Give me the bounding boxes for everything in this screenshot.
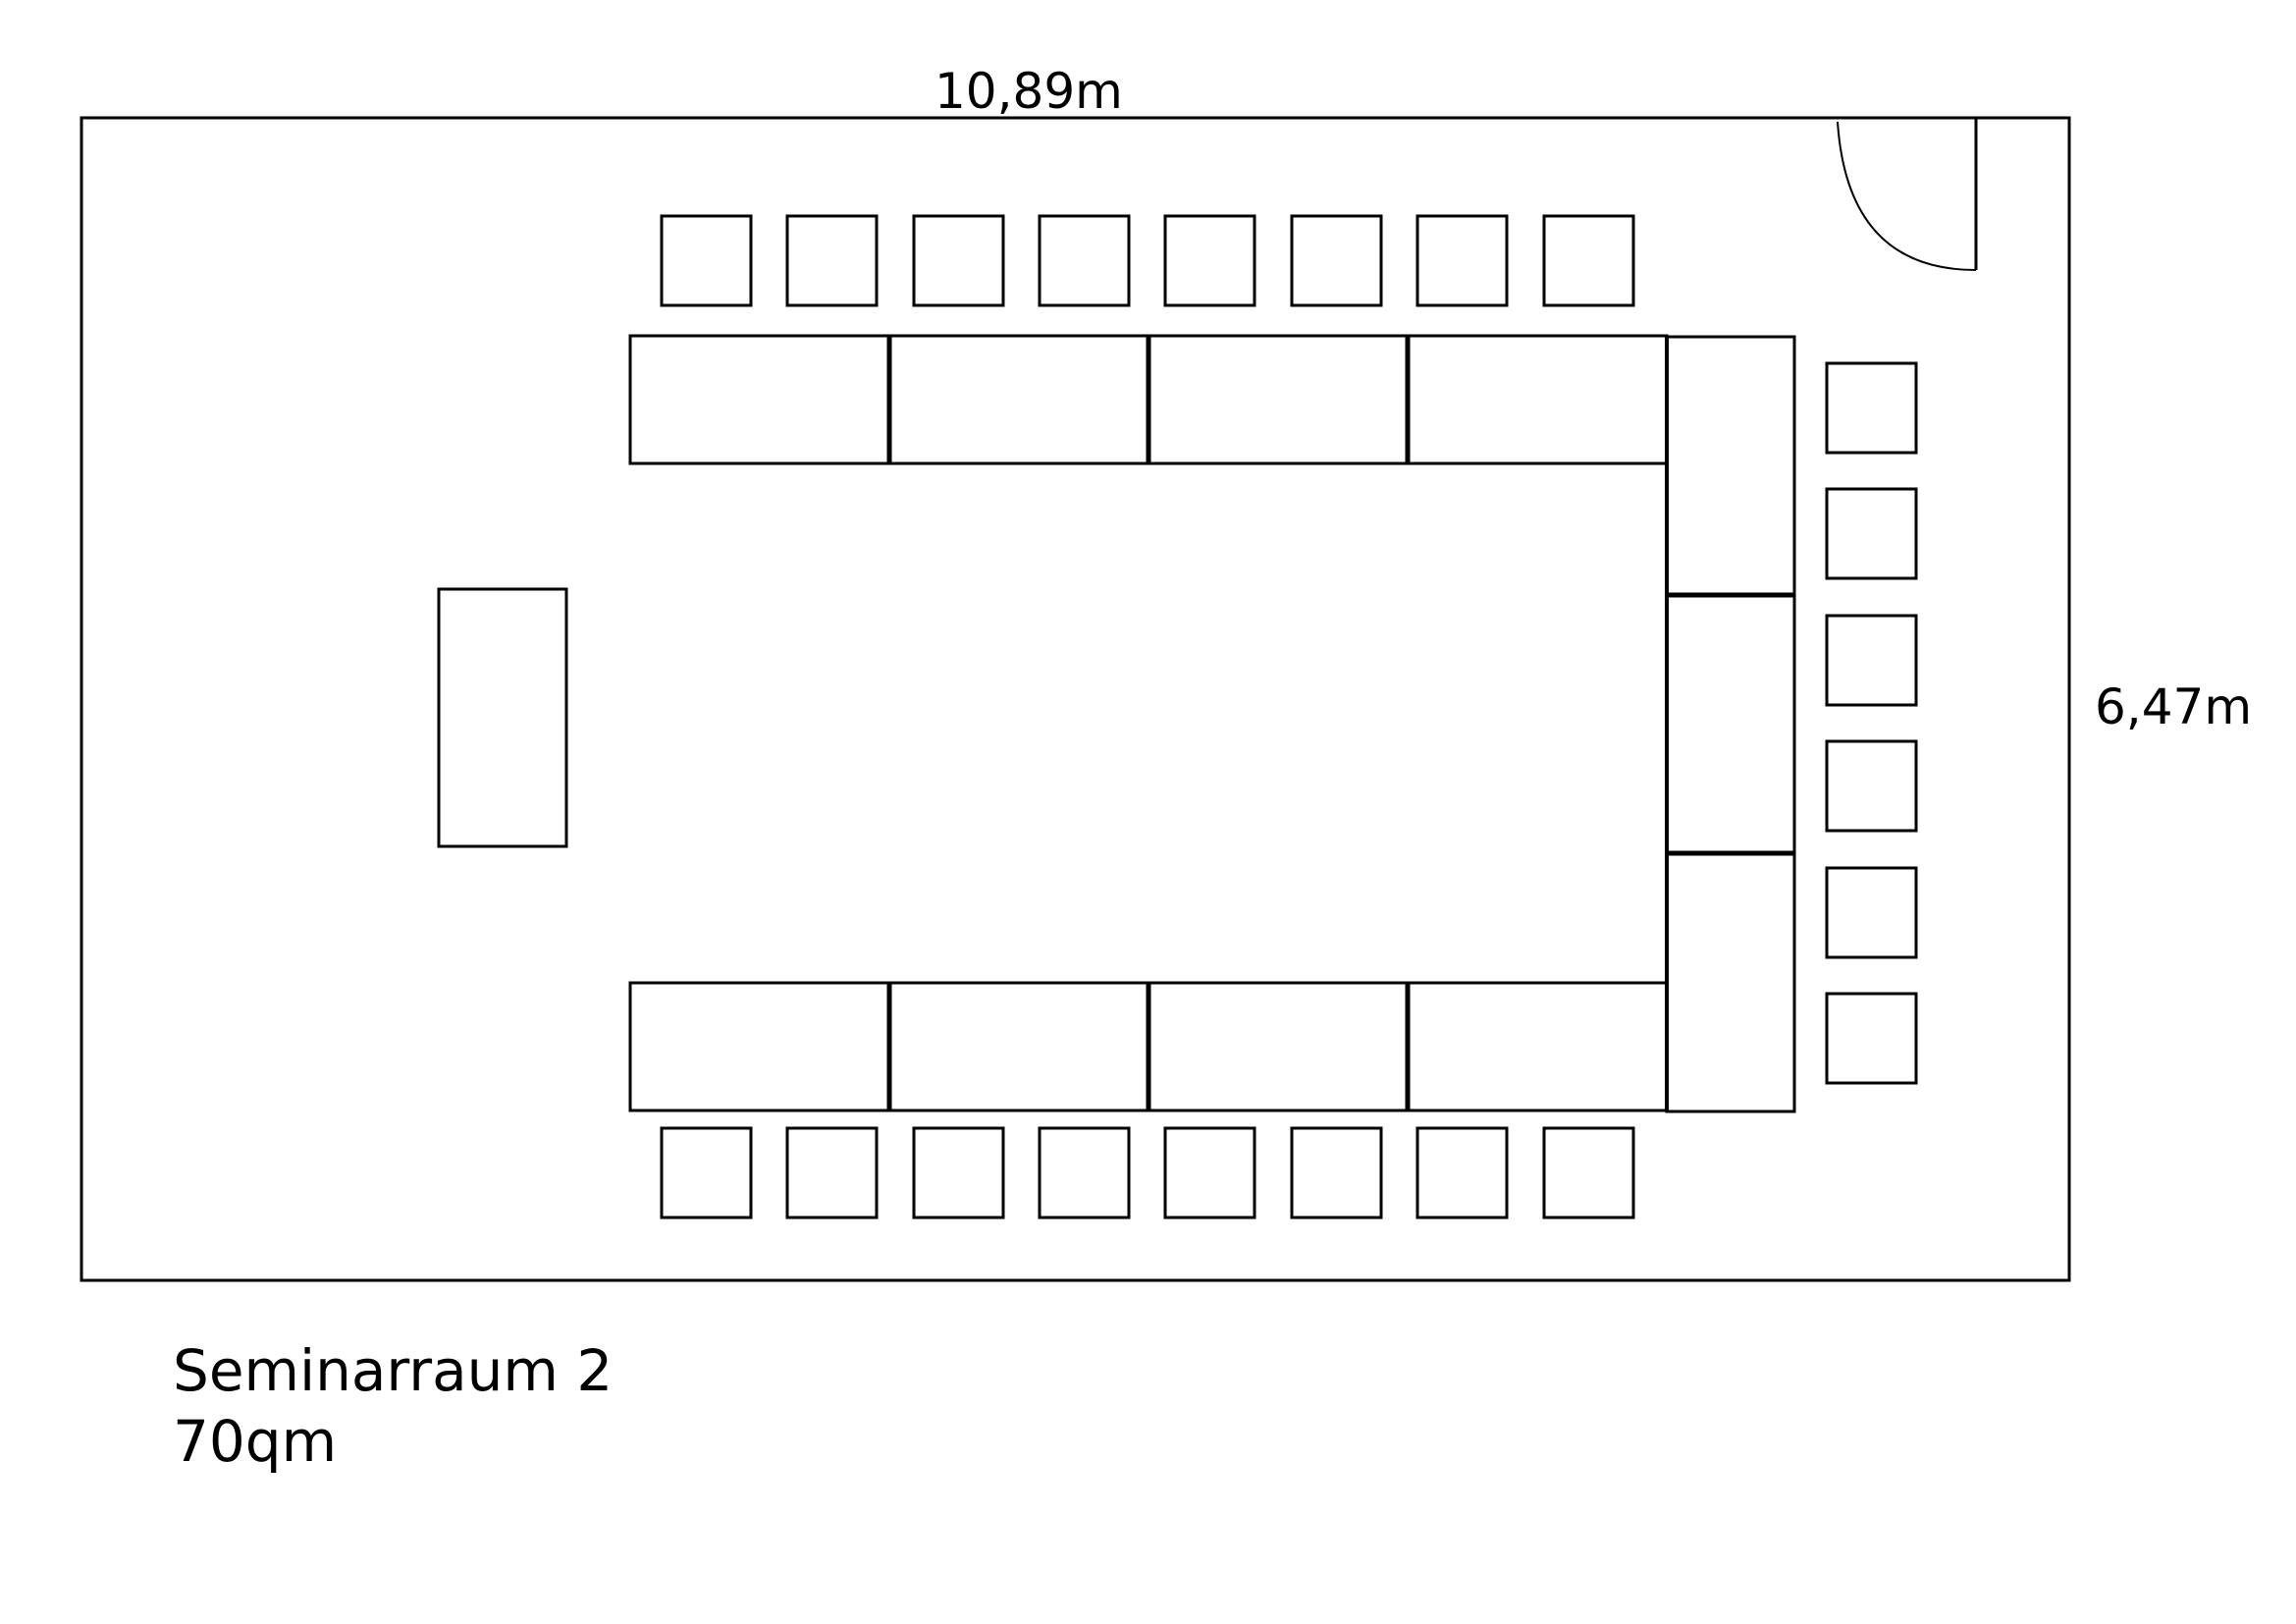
table-top-4 — [1406, 334, 1669, 465]
chair — [785, 1126, 879, 1219]
chair — [1290, 214, 1383, 307]
chair — [1542, 214, 1635, 307]
tables-top-row — [628, 334, 1669, 465]
table-bottom-1 — [628, 981, 891, 1112]
room-name: Seminarraum 2 — [173, 1337, 614, 1404]
chair — [660, 1126, 753, 1219]
tables-bottom-row — [628, 981, 1669, 1112]
chairs-right-column — [1825, 361, 1918, 1085]
tables-right-column — [1665, 335, 1796, 1113]
table-top-2 — [887, 334, 1150, 465]
room-area: 70qm — [173, 1408, 338, 1475]
table-right-3 — [1665, 851, 1796, 1113]
chair — [1825, 739, 1918, 833]
chair — [1038, 214, 1131, 307]
chair — [1542, 1126, 1635, 1219]
chair — [912, 1126, 1005, 1219]
chair — [1825, 361, 1918, 455]
chair — [1415, 1126, 1509, 1219]
table-bottom-4 — [1406, 981, 1669, 1112]
table-right-2 — [1665, 593, 1796, 855]
chair — [912, 214, 1005, 307]
chair — [1163, 214, 1256, 307]
speaker-desk — [437, 587, 568, 848]
table-right-1 — [1665, 335, 1796, 597]
chair — [660, 214, 753, 307]
chair — [785, 214, 879, 307]
chair — [1290, 1126, 1383, 1219]
chair — [1825, 866, 1918, 959]
chair — [1825, 614, 1918, 707]
table-bottom-3 — [1147, 981, 1410, 1112]
table-bottom-2 — [887, 981, 1150, 1112]
chairs-top-row — [660, 214, 1635, 307]
table-top-1 — [628, 334, 891, 465]
table-top-3 — [1147, 334, 1410, 465]
room-height-label: 6,47m — [2095, 678, 2253, 735]
chair — [1825, 992, 1918, 1085]
chair — [1415, 214, 1509, 307]
door-icon — [1837, 118, 1978, 271]
chairs-bottom-row — [660, 1126, 1635, 1219]
chair — [1163, 1126, 1256, 1219]
room-width-label: 10,89m — [934, 63, 1123, 120]
chair — [1038, 1126, 1131, 1219]
chair — [1825, 487, 1918, 580]
